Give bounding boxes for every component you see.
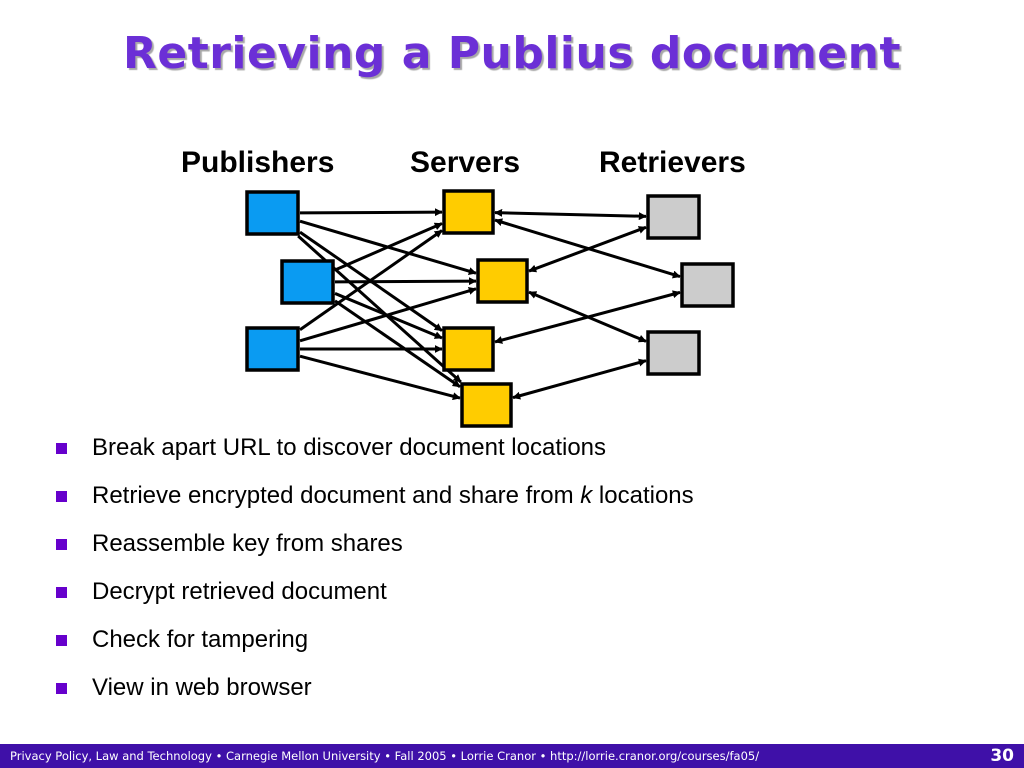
bullet-item: Reassemble key from shares	[56, 528, 694, 576]
bullet-list: Break apart URL to discover document loc…	[56, 432, 694, 720]
publius-network-diagram	[245, 189, 735, 428]
edge-p3-s4	[299, 354, 461, 401]
column-header-servers: Servers	[410, 146, 521, 179]
retriever-node-3	[646, 330, 701, 376]
edge-p1-s1	[299, 208, 443, 217]
edge-s1-r1	[494, 208, 647, 221]
edge-p1-s4	[297, 234, 462, 384]
footer-bar: Privacy Policy, Law and Technology • Car…	[0, 744, 1024, 768]
edge-p3-s1	[299, 229, 443, 332]
edge-p2-s4	[334, 299, 461, 389]
bullet-text: View in web browser	[92, 674, 312, 701]
bullet-text-post: locations	[592, 482, 694, 509]
bullet-text-variable: k	[580, 482, 593, 509]
edge-p2-s1	[334, 222, 443, 272]
publisher-node-1	[245, 190, 300, 236]
edge-p3-s2	[299, 287, 477, 343]
edge-s4-r3	[512, 358, 647, 400]
publisher-node-3	[245, 326, 300, 372]
edge-s3-r2	[494, 290, 681, 344]
page-number: 30	[990, 746, 1014, 766]
retriever-node-2	[680, 262, 735, 308]
bullet-square-icon	[56, 539, 67, 550]
column-header-publishers: Publishers	[181, 146, 335, 179]
server-node-2	[476, 258, 529, 304]
bullet-item: Break apart URL to discover document loc…	[56, 432, 694, 480]
column-header-retrievers: Retrievers	[599, 146, 746, 179]
slide-title: Retrieving a Publius document	[122, 28, 902, 79]
bullet-square-icon	[56, 491, 67, 502]
server-node-4	[460, 382, 513, 428]
bullet-item: Retrieve encrypted document and share fr…	[56, 480, 694, 528]
publisher-node-2	[280, 259, 335, 305]
bullet-item: View in web browser	[56, 672, 694, 720]
bullet-square-icon	[56, 443, 67, 454]
footer-text: Privacy Policy, Law and Technology • Car…	[10, 749, 760, 763]
bullet-item: Decrypt retrieved document	[56, 576, 694, 624]
server-node-1	[442, 189, 495, 235]
bullet-text: Check for tampering	[92, 626, 309, 653]
bullet-item: Check for tampering	[56, 624, 694, 672]
bullet-square-icon	[56, 587, 67, 598]
server-node-3	[442, 326, 495, 372]
bullet-square-icon	[56, 683, 67, 694]
bullet-square-icon	[56, 635, 67, 646]
retriever-node-1	[646, 194, 701, 240]
bullet-text: Reassemble key from shares	[92, 530, 403, 557]
bullet-text-pre: Retrieve encrypted document and share fr…	[92, 482, 581, 509]
bullet-text: Break apart URL to discover document loc…	[92, 434, 607, 461]
edge-s2-r1	[528, 225, 647, 273]
bullet-text: Decrypt retrieved document	[92, 578, 387, 605]
edge-p2-s2	[334, 277, 477, 286]
